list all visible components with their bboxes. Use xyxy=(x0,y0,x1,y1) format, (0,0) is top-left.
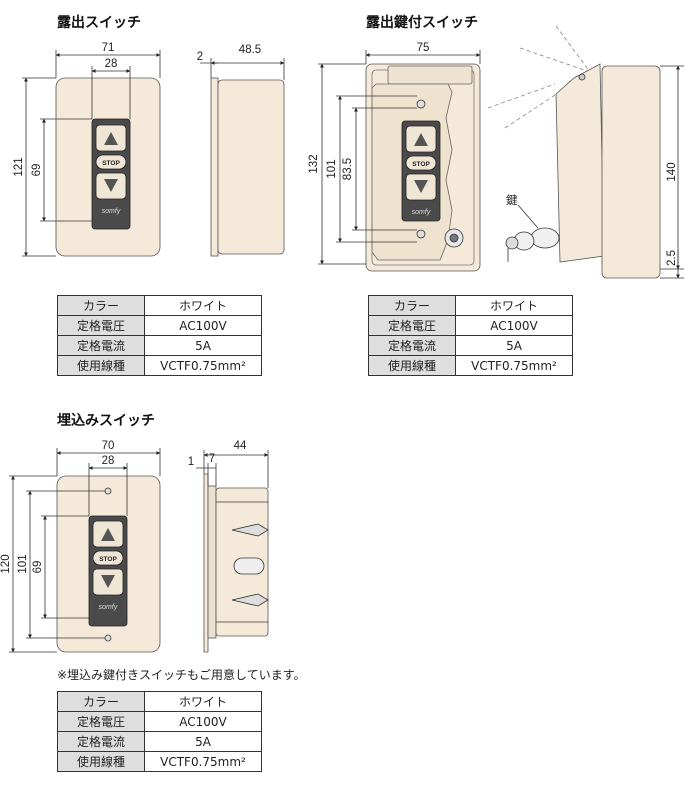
dim-keyed-h3: 83.5 xyxy=(342,158,354,180)
flush-switch-front xyxy=(56,475,161,653)
dim-surface-depth: 48.5 xyxy=(239,44,261,56)
dimension-labels: 71 28 121 69 48.5 2 75 132 101 83.5 140 … xyxy=(0,42,678,574)
dim-flush-depth: 44 xyxy=(234,440,247,452)
flush-switch-side xyxy=(203,473,269,653)
dim-surface-switch-height: 69 xyxy=(31,164,43,177)
dim-flush-h2: 101 xyxy=(17,554,29,573)
dim-flush-inner: 28 xyxy=(102,455,115,467)
table-row: カラーホワイト xyxy=(368,295,573,316)
stop-label-flush: STOP xyxy=(99,556,117,563)
section-title-flush-switch: 埋込みスイッチ xyxy=(57,413,155,429)
dim-surface-plate: 2 xyxy=(197,51,203,63)
section-title-keyed-switch: 露出鍵付スイッチ xyxy=(366,15,478,31)
dim-keyed-h1: 132 xyxy=(308,154,320,173)
dim-flush-width: 70 xyxy=(102,440,115,452)
dim-flush-t1: 1 xyxy=(188,456,194,468)
switch-labels: STOP somfy STOP somfy STOP somfy xyxy=(99,160,431,611)
keyed-switch-front xyxy=(365,63,481,272)
dim-surface-inner: 28 xyxy=(105,58,118,70)
dim-surface-height: 121 xyxy=(13,157,25,176)
dim-keyed-plate: 2.5 xyxy=(666,250,678,266)
stop-label-surface: STOP xyxy=(102,160,120,167)
dim-flush-t2: 7 xyxy=(209,453,215,465)
table-row: カラーホワイト xyxy=(57,691,262,712)
stop-label-keyed: STOP xyxy=(412,161,430,168)
surface-switch-side xyxy=(210,77,285,257)
keyed-switch-side xyxy=(487,25,661,279)
brand-label-keyed: somfy xyxy=(412,209,431,216)
optional-note: ※埋込み鍵付きスイッチもご用意しています。 xyxy=(57,668,306,682)
brand-label-flush: somfy xyxy=(99,604,118,611)
dim-flush-h1: 120 xyxy=(0,554,12,573)
table-row: カラーホワイト xyxy=(57,295,262,316)
dim-keyed-width: 75 xyxy=(417,42,430,54)
dim-surface-width: 71 xyxy=(102,42,115,54)
key-callout: 鍵 xyxy=(506,193,518,207)
brand-label-surface: somfy xyxy=(102,208,121,215)
section-title-surface-switch: 露出スイッチ xyxy=(57,15,141,31)
dim-flush-h3: 69 xyxy=(32,561,44,574)
surface-switch-front xyxy=(55,77,161,257)
dim-keyed-h2: 101 xyxy=(326,159,338,178)
dim-keyed-depth: 140 xyxy=(666,162,678,181)
